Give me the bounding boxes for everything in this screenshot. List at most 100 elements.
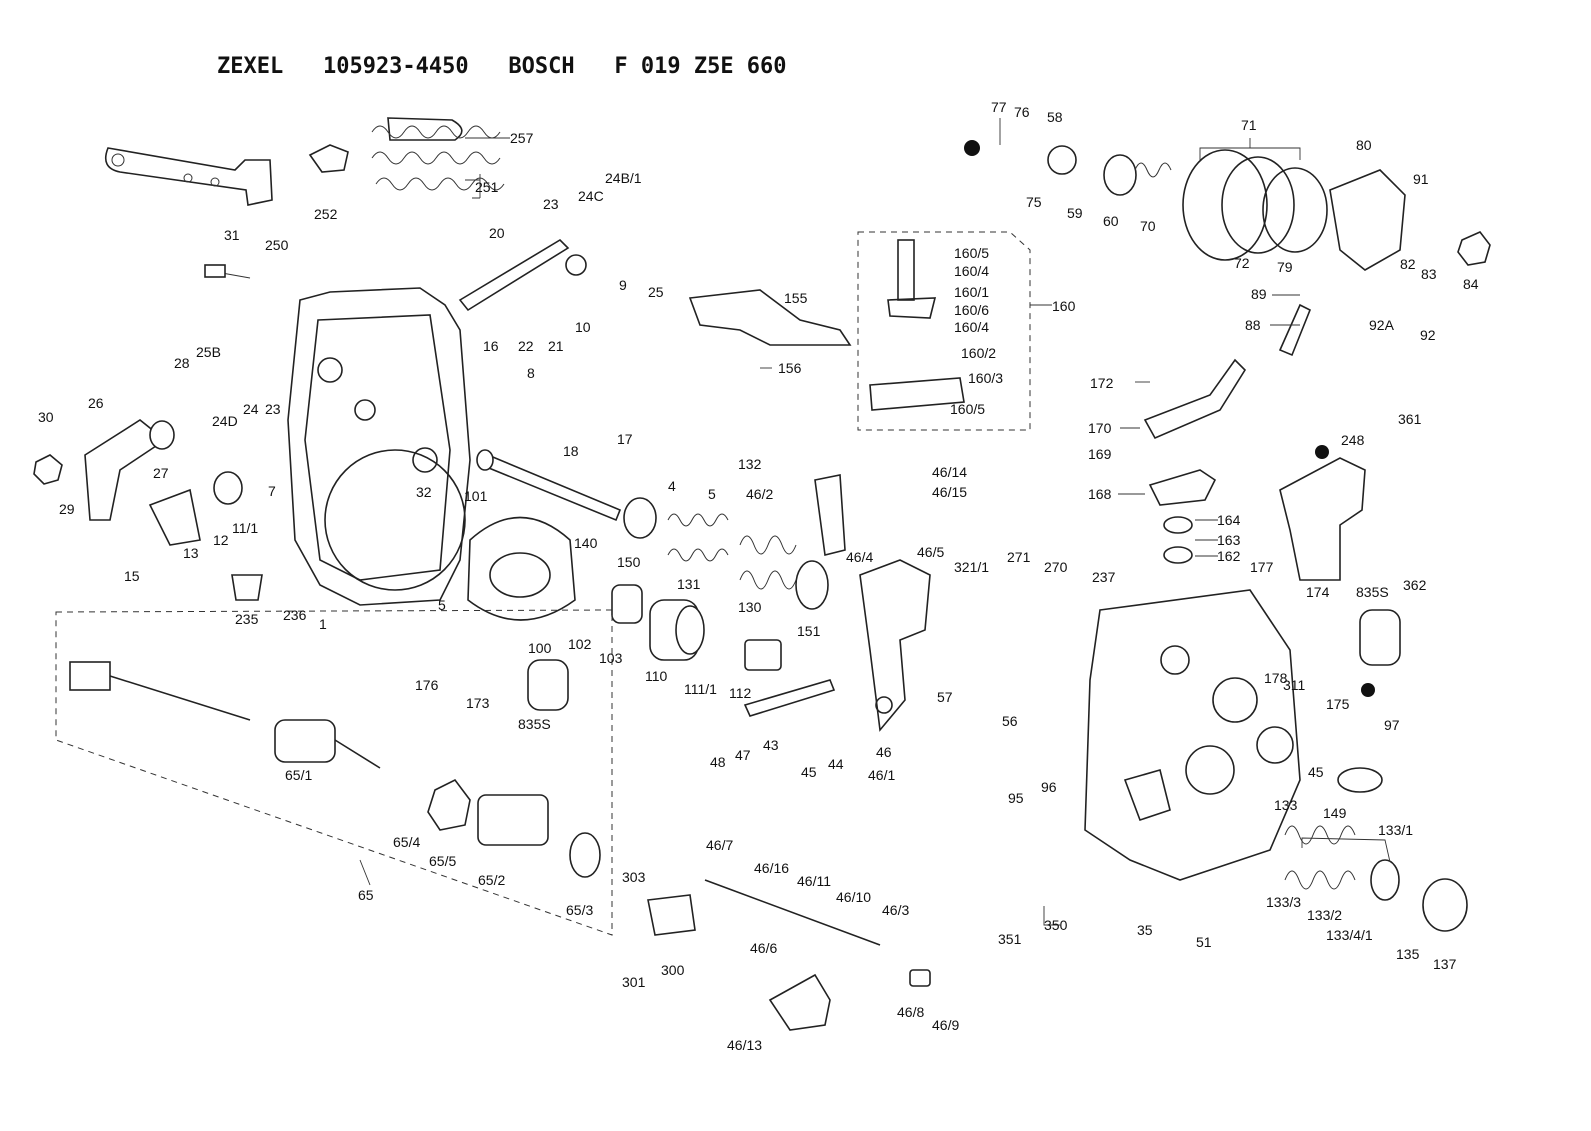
callout-label: 173 bbox=[466, 695, 490, 711]
callout-label: 100 bbox=[528, 640, 552, 656]
control-lever-box-drawing bbox=[688, 231, 1031, 431]
callout-label: 24C bbox=[578, 188, 604, 204]
callout-label: 72 bbox=[1234, 255, 1250, 271]
plugs-835s-drawing bbox=[527, 609, 1401, 711]
callout-label: 101 bbox=[464, 488, 488, 504]
callout-label: 24D bbox=[212, 413, 238, 429]
callout-label: 59 bbox=[1067, 205, 1083, 221]
callout-label: 131 bbox=[677, 576, 701, 592]
timing-piston-drawing bbox=[611, 584, 836, 717]
callout-label: 32 bbox=[416, 484, 432, 500]
callout-label: 46/8 bbox=[897, 1004, 924, 1020]
callout-label: 160/5 bbox=[954, 245, 989, 261]
page-title: ZEXEL 105923-4450 BOSCH F 019 Z5E 660 bbox=[217, 54, 787, 79]
callout-label: 160/5 bbox=[950, 401, 985, 417]
callout-label: 77 bbox=[991, 99, 1007, 115]
callout-label: 92A bbox=[1369, 317, 1395, 333]
callout-label: 174 bbox=[1306, 584, 1330, 600]
callout-label: 27 bbox=[153, 465, 169, 481]
callout-label: 303 bbox=[622, 869, 646, 885]
callout-label: 84 bbox=[1463, 276, 1479, 292]
callout-label: 178 bbox=[1264, 670, 1288, 686]
distributor-head-drawing bbox=[1084, 589, 1301, 881]
callout-label: 110 bbox=[645, 668, 668, 684]
callout-label: 350 bbox=[1044, 917, 1068, 933]
callout-label: 155 bbox=[784, 290, 808, 306]
callout-label: 300 bbox=[661, 962, 685, 978]
callout-label: 156 bbox=[778, 360, 802, 376]
callout-label: 88 bbox=[1245, 317, 1261, 333]
callout-label: 57 bbox=[937, 689, 953, 705]
callout-label: 133/3 bbox=[1266, 894, 1301, 910]
callout-label: 137 bbox=[1433, 956, 1457, 972]
callout-label: 311 bbox=[1283, 677, 1306, 693]
callout-label: 4 bbox=[668, 478, 676, 494]
callout-label: 132 bbox=[738, 456, 762, 472]
callout-label: 56 bbox=[1002, 713, 1018, 729]
callout-label: 248 bbox=[1341, 432, 1365, 448]
callout-label: 46/7 bbox=[706, 837, 733, 853]
callout-label: 26 bbox=[88, 395, 104, 411]
callout-label: 160 bbox=[1052, 298, 1076, 314]
callout-label: 160/4 bbox=[954, 319, 989, 335]
bracket-248-drawing bbox=[1279, 445, 1366, 581]
callout-label: 235 bbox=[235, 611, 259, 627]
callout-label: 257 bbox=[510, 130, 534, 146]
callout-label: 51 bbox=[1196, 934, 1212, 950]
solenoid-assembly-drawing bbox=[55, 609, 613, 936]
lever-46-drawing bbox=[814, 474, 931, 732]
callout-label: 25 bbox=[648, 284, 664, 300]
callout-label: 150 bbox=[617, 554, 641, 570]
governor-springs-drawing bbox=[667, 513, 829, 610]
callout-label: 65/5 bbox=[429, 853, 456, 869]
callout-label: 24B/1 bbox=[605, 170, 642, 186]
callout-label: 17 bbox=[617, 431, 633, 447]
callout-label: 46/4 bbox=[846, 549, 873, 565]
callout-label: 45 bbox=[801, 764, 817, 780]
callout-label: 82 bbox=[1400, 256, 1416, 272]
callout-label: 18 bbox=[563, 443, 579, 459]
callout-label: 80 bbox=[1356, 137, 1372, 153]
callout-label: 71 bbox=[1241, 117, 1257, 133]
callout-label: 65/2 bbox=[478, 872, 505, 888]
callout-label: 96 bbox=[1041, 779, 1057, 795]
springs-251-drawing bbox=[371, 117, 505, 191]
callout-label: 97 bbox=[1384, 717, 1400, 733]
callout-label: 160/2 bbox=[961, 345, 996, 361]
callout-label: 321/1 bbox=[954, 559, 989, 575]
bottom-linkage-drawing bbox=[647, 879, 931, 1031]
parts-artwork bbox=[33, 117, 1491, 1031]
callout-label: 140 bbox=[574, 535, 598, 551]
callout-label: 164 bbox=[1217, 512, 1241, 528]
callout-label: 176 bbox=[415, 677, 439, 693]
callout-label: 162 bbox=[1217, 548, 1241, 564]
callout-label: 46/10 bbox=[836, 889, 871, 905]
callout-labels: 1 4 5 5 7 8 9 10 11/1 12 13 15 16 17 18 … bbox=[38, 99, 1479, 1053]
callout-label: 236 bbox=[283, 607, 307, 623]
callout-label: 30 bbox=[38, 409, 54, 425]
callout-label: 46/6 bbox=[750, 940, 777, 956]
callout-label: 1 bbox=[319, 616, 327, 632]
callout-label: 46/15 bbox=[932, 484, 967, 500]
callout-label: 112 bbox=[729, 685, 752, 701]
callout-label: 11/1 bbox=[232, 520, 258, 536]
callout-label: 92 bbox=[1420, 327, 1436, 343]
callout-label: 24 bbox=[243, 401, 259, 417]
callout-label: 130 bbox=[738, 599, 762, 615]
callout-label: 168 bbox=[1088, 486, 1112, 502]
callout-label: 65 bbox=[358, 887, 374, 903]
callout-label: 177 bbox=[1250, 559, 1274, 575]
callout-label: 835S bbox=[1356, 584, 1389, 600]
callout-label: 83 bbox=[1421, 266, 1437, 282]
callout-label: 160/3 bbox=[968, 370, 1003, 386]
callout-label: 252 bbox=[314, 206, 338, 222]
callout-label: 95 bbox=[1008, 790, 1024, 806]
callout-label: 25B bbox=[196, 344, 221, 360]
callout-label: 46 bbox=[876, 744, 892, 760]
roller-ring-drawing bbox=[467, 516, 576, 621]
callout-label: 133/2 bbox=[1307, 907, 1342, 923]
callout-label: 46/5 bbox=[917, 544, 944, 560]
callout-label: 65/4 bbox=[393, 834, 420, 850]
callout-label: 43 bbox=[763, 737, 779, 753]
lever-31-drawing bbox=[104, 144, 349, 206]
